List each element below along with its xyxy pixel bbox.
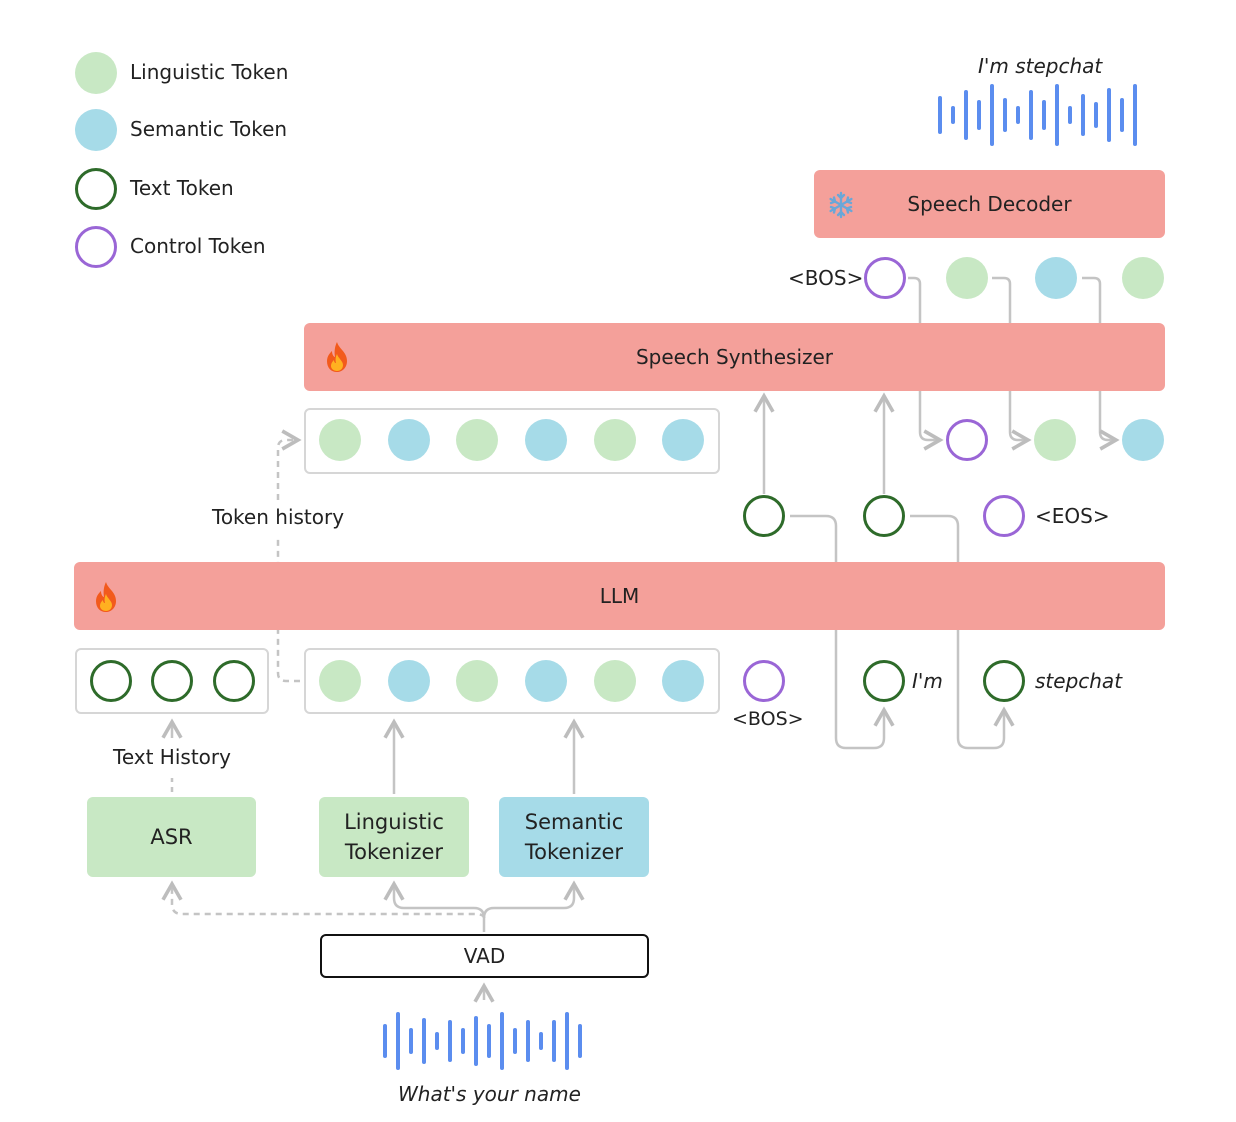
word-stepchat-label: stepchat <box>1035 669 1123 693</box>
linguistic-token-top <box>946 257 988 299</box>
stepchat-feedback-connector <box>910 514 1015 750</box>
output-waveform <box>938 84 1137 146</box>
control-token-bos-top <box>864 257 906 299</box>
text-token-im <box>863 660 905 702</box>
text-token-stepchat <box>983 660 1025 702</box>
vad-block: VAD <box>320 934 649 978</box>
control-token-shifted <box>946 419 988 461</box>
vad-to-tokenizers-connector <box>383 880 486 932</box>
audio-semantic-1 <box>388 660 430 702</box>
audio-linguistic-2 <box>456 660 498 702</box>
audio-semantic-2 <box>525 660 567 702</box>
linguistic-tokenizer-block: Linguistic Tokenizer <box>319 797 469 877</box>
word-im-label: I'm <box>912 669 943 693</box>
legend-linguistic-dot <box>75 52 117 94</box>
audio-linguistic-1 <box>319 660 361 702</box>
legend-linguistic-label: Linguistic Token <box>130 60 289 84</box>
token-history-connector <box>276 538 300 683</box>
input-audio-caption: What's your name <box>398 1082 581 1106</box>
semantic-tokenizer-label-1: Semantic <box>524 810 624 834</box>
token-history-semantic-3 <box>662 419 704 461</box>
legend-semantic-dot <box>75 109 117 151</box>
asr-label: ASR <box>150 825 193 849</box>
text-history-token-2 <box>151 660 193 702</box>
speech-synthesizer-label: Speech Synthesizer <box>635 345 834 369</box>
text-token-output-1 <box>743 495 785 537</box>
legend-text-label: Text Token <box>130 176 234 200</box>
token-history-linguistic-3 <box>594 419 636 461</box>
legend-semantic-label: Semantic Token <box>130 117 288 141</box>
input-waveform <box>383 1012 582 1070</box>
semantic-tokenizer-label-2: Tokenizer <box>524 840 624 864</box>
token-history-tray <box>304 408 720 474</box>
audio-linguistic-3 <box>594 660 636 702</box>
text-history-token-1 <box>90 660 132 702</box>
linguistic-tokenizer-label-2: Tokenizer <box>344 840 444 864</box>
output-audio-caption: I'm stepchat <box>978 54 1103 78</box>
linguistic-tokenizer-label-1: Linguistic <box>344 810 444 834</box>
snowflake-icon <box>829 191 853 219</box>
fire-icon <box>327 342 347 372</box>
speech-synthesizer-block: Speech Synthesizer <box>304 323 1165 391</box>
linguistic-token-shifted <box>1034 419 1076 461</box>
semantic-token-top <box>1035 257 1077 299</box>
legend-control-label: Control Token <box>130 234 266 258</box>
token-history-semantic-2 <box>525 419 567 461</box>
asr-block: ASR <box>87 797 256 877</box>
linguistic-token-top-2 <box>1122 257 1164 299</box>
eos-label: <EOS> <box>1035 504 1110 528</box>
im-feedback-connector <box>790 514 895 750</box>
token-history-linguistic-1 <box>319 419 361 461</box>
control-token-bos-llm <box>743 660 785 702</box>
legend-text-dot <box>75 168 117 210</box>
audio-semantic-3 <box>662 660 704 702</box>
text-history-label: Text History <box>113 745 231 769</box>
fire-icon <box>96 582 116 612</box>
token-history-linguistic-2 <box>456 419 498 461</box>
audio-token-tray <box>304 648 720 714</box>
speech-decoder-label: Speech Decoder <box>907 192 1072 216</box>
vad-to-asr-connector <box>161 880 486 919</box>
llm-label: LLM <box>599 584 640 608</box>
token-history-label: Token history <box>212 505 345 529</box>
token-history-semantic-1 <box>388 419 430 461</box>
legend-control-dot <box>75 226 117 268</box>
vad-label: VAD <box>463 944 506 968</box>
text-history-token-3 <box>213 660 255 702</box>
bos-llm-label: <BOS> <box>732 708 804 730</box>
control-token-eos <box>983 495 1025 537</box>
semantic-tokenizer-block: Semantic Tokenizer <box>499 797 649 877</box>
speech-decoder-block: Speech Decoder <box>814 170 1165 238</box>
semantic-token-shifted <box>1122 419 1164 461</box>
text-token-output-2 <box>863 495 905 537</box>
bos-top-label: <BOS> <box>788 266 864 290</box>
llm-block: LLM <box>74 562 1165 630</box>
